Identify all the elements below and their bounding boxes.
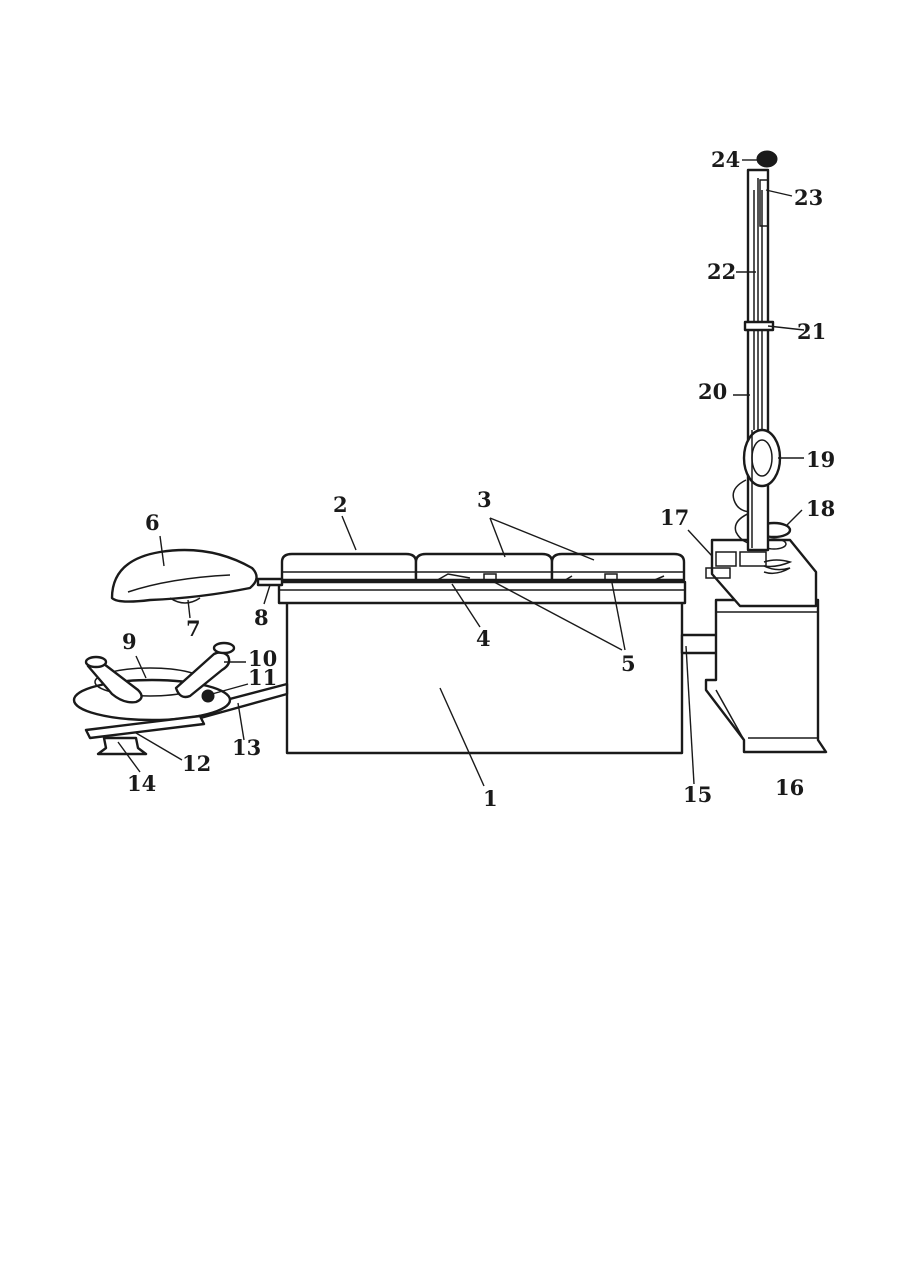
bed-frame [277,580,687,605]
label-22: 22 [707,259,736,284]
label-1: 1 [483,786,498,811]
label-21: 21 [797,319,826,344]
label-19: 19 [806,447,835,472]
head-rest [110,548,284,604]
label-4: 4 [476,626,491,651]
label-15: 15 [683,782,712,807]
label-3: 3 [477,487,492,512]
label-11: 11 [248,665,277,690]
foot-support [72,641,289,756]
label-10: 10 [248,646,277,671]
traction-mast [732,150,793,575]
leader-lines [117,159,805,787]
label-13: 13 [232,735,261,760]
label-8: 8 [254,605,269,630]
pedestal [704,538,828,754]
cabinet-body [285,598,684,755]
hinge-fixings [433,573,665,583]
label-23: 23 [794,185,823,210]
label-2: 2 [333,492,348,517]
label-17: 17 [660,505,689,530]
label-5: 5 [621,651,636,676]
part-labels: 1 2 3 4 5 6 7 8 9 10 11 12 13 14 15 16 1… [122,147,835,811]
cushions [280,552,686,582]
label-7: 7 [186,616,201,641]
label-16: 16 [775,775,804,800]
label-24: 24 [711,147,740,172]
label-9: 9 [122,629,137,654]
label-18: 18 [806,496,835,521]
label-6: 6 [145,510,160,535]
label-12: 12 [182,751,211,776]
label-14: 14 [127,771,156,796]
label-20: 20 [698,379,727,404]
